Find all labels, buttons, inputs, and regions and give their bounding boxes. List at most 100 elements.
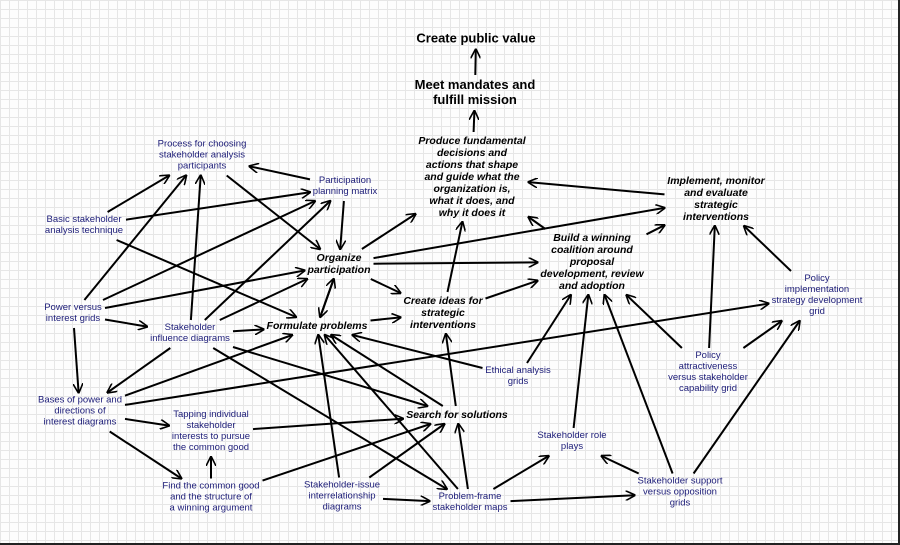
edge-support-opposition-to-policy-implementation <box>692 321 800 475</box>
edge-power-interest-to-influence-diagrams <box>104 318 147 327</box>
node-label-line: proposal <box>569 255 615 268</box>
node-label-line: Implement, monitor <box>667 174 765 187</box>
edge-produce-decisions-to-meet-mandates <box>474 111 475 133</box>
edge-support-opposition-to-build-coalition <box>605 295 674 474</box>
node-label-line: Power versus <box>44 302 102 314</box>
node-label-line: stakeholder maps <box>432 502 508 513</box>
node-label-line: and the structure of <box>170 491 252 503</box>
edge-tapping-to-search-solutions <box>252 419 403 431</box>
edge-basic-technique-to-formulate-problems <box>116 239 296 317</box>
node-label-line: stakeholder analysis <box>158 149 246 161</box>
edge-search-solutions-to-formulate-problems <box>331 335 444 407</box>
node-label-line: versus stakeholder <box>668 372 748 383</box>
edge-influence-diagrams-to-search-solutions <box>232 346 427 406</box>
node-create-value: Create public value <box>416 31 535 47</box>
edge-common-good-to-search-solutions <box>262 424 431 482</box>
edge-implement-to-produce-decisions <box>529 182 665 196</box>
edge-power-interest-to-organize-participation <box>104 271 305 309</box>
edge-issue-interrelationship-to-formulate-problems <box>318 335 341 478</box>
edge-power-interest-to-process-choosing <box>83 176 186 301</box>
edge-formulate-problems-to-create-ideas <box>370 317 401 320</box>
edge-create-ideas-to-produce-decisions <box>446 222 463 293</box>
node-label-line: interrelationship <box>308 490 376 502</box>
edge-basic-technique-to-participation-matrix <box>125 192 310 221</box>
edge-problem-frame-to-formulate-problems <box>325 335 459 490</box>
edge-bases-power-to-tapping <box>124 417 169 426</box>
node-label-line: Ethical analysis <box>485 365 551 377</box>
node-label-line: Policy <box>804 273 830 285</box>
node-label-line: and evaluate <box>684 186 748 199</box>
edge-power-interest-to-bases-power <box>74 327 79 393</box>
edge-bases-power-to-formulate-problems <box>124 335 292 397</box>
node-label-line: Find the common good <box>162 480 260 492</box>
node-label-line: strategic <box>694 199 738 211</box>
edge-build-coalition-to-produce-decisions <box>529 217 546 230</box>
node-label-line: fulfill mission <box>433 92 517 107</box>
edge-issue-interrelationship-to-problem-frame <box>382 499 430 501</box>
edge-influence-diagrams-to-participation-matrix <box>204 201 330 321</box>
node-label-line: Participation <box>318 175 372 187</box>
node-label-line: participants <box>177 160 227 172</box>
edge-formulate-problems-to-organize-participation <box>319 279 334 318</box>
node-label-line: interventions <box>683 211 749 224</box>
edge-participation-matrix-to-organize-participation <box>340 200 344 249</box>
node-label-line: analysis technique <box>44 225 124 236</box>
edge-organize-participation-to-produce-decisions <box>361 214 416 250</box>
edge-influence-diagrams-to-formulate-problems <box>232 329 264 331</box>
node-label-line: Problem-frame <box>438 491 502 503</box>
edge-bases-power-to-policy-implementation <box>124 304 769 406</box>
node-label-line: development, review <box>540 268 644 281</box>
node-label-line: Bases of power and <box>38 394 122 406</box>
node-label-line: Formulate problems <box>266 319 368 332</box>
node-formulate-problems: Formulate problems <box>267 320 368 332</box>
node-label-line: implementation <box>784 284 850 296</box>
node-label-line: interest grids <box>45 313 101 324</box>
node-label-line: participation <box>307 264 371 276</box>
edge-influence-diagrams-to-process-choosing <box>189 176 201 321</box>
edge-organize-participation-to-implement <box>373 208 665 260</box>
edge-organize-participation-to-create-ideas <box>370 278 401 293</box>
node-label-line: stakeholder <box>186 420 236 432</box>
node-label-line: Stakeholder role <box>537 430 607 442</box>
node-label-line: capability grid <box>678 382 738 394</box>
node-label-line: why it does it <box>438 207 506 220</box>
edge-influence-diagrams-to-organize-participation <box>219 279 307 321</box>
edge-problem-frame-to-role-plays <box>492 456 548 490</box>
edge-policy-attractiveness-to-implement <box>708 226 715 349</box>
node-label-line: actions that shape <box>425 158 519 171</box>
edge-issue-interrelationship-to-search-solutions <box>368 424 444 479</box>
node-label-line: organization is, <box>433 183 511 196</box>
node-label-line: interests to pursue <box>171 431 251 442</box>
edge-role-plays-to-build-coalition <box>572 295 589 429</box>
node-label-line: directions of <box>54 405 106 417</box>
node-label-line: Stakeholder <box>164 322 216 334</box>
edge-support-opposition-to-role-plays <box>602 456 640 475</box>
node-label-line: Tapping individual <box>173 409 249 421</box>
edge-basic-technique-to-process-choosing <box>107 176 170 213</box>
node-label-line: attractiveness <box>678 361 738 373</box>
node-label-line: and adoption <box>559 280 625 293</box>
edge-influence-diagrams-to-bases-power <box>108 347 171 393</box>
edge-problem-frame-to-search-solutions <box>458 424 469 490</box>
node-label-line: planning matrix <box>312 186 378 197</box>
edge-bases-power-to-common-good <box>109 430 182 479</box>
edge-organize-participation-to-build-coalition <box>373 262 538 263</box>
node-label-line: and guide what the <box>424 170 520 183</box>
node-label-line: Stakeholder-issue <box>303 479 381 491</box>
node-label-line: Build a winning <box>553 231 631 244</box>
edge-power-interest-to-participation-matrix <box>102 201 315 301</box>
node-label-line: Process for choosing <box>157 138 247 150</box>
node-label-line: coalition around <box>551 243 633 256</box>
